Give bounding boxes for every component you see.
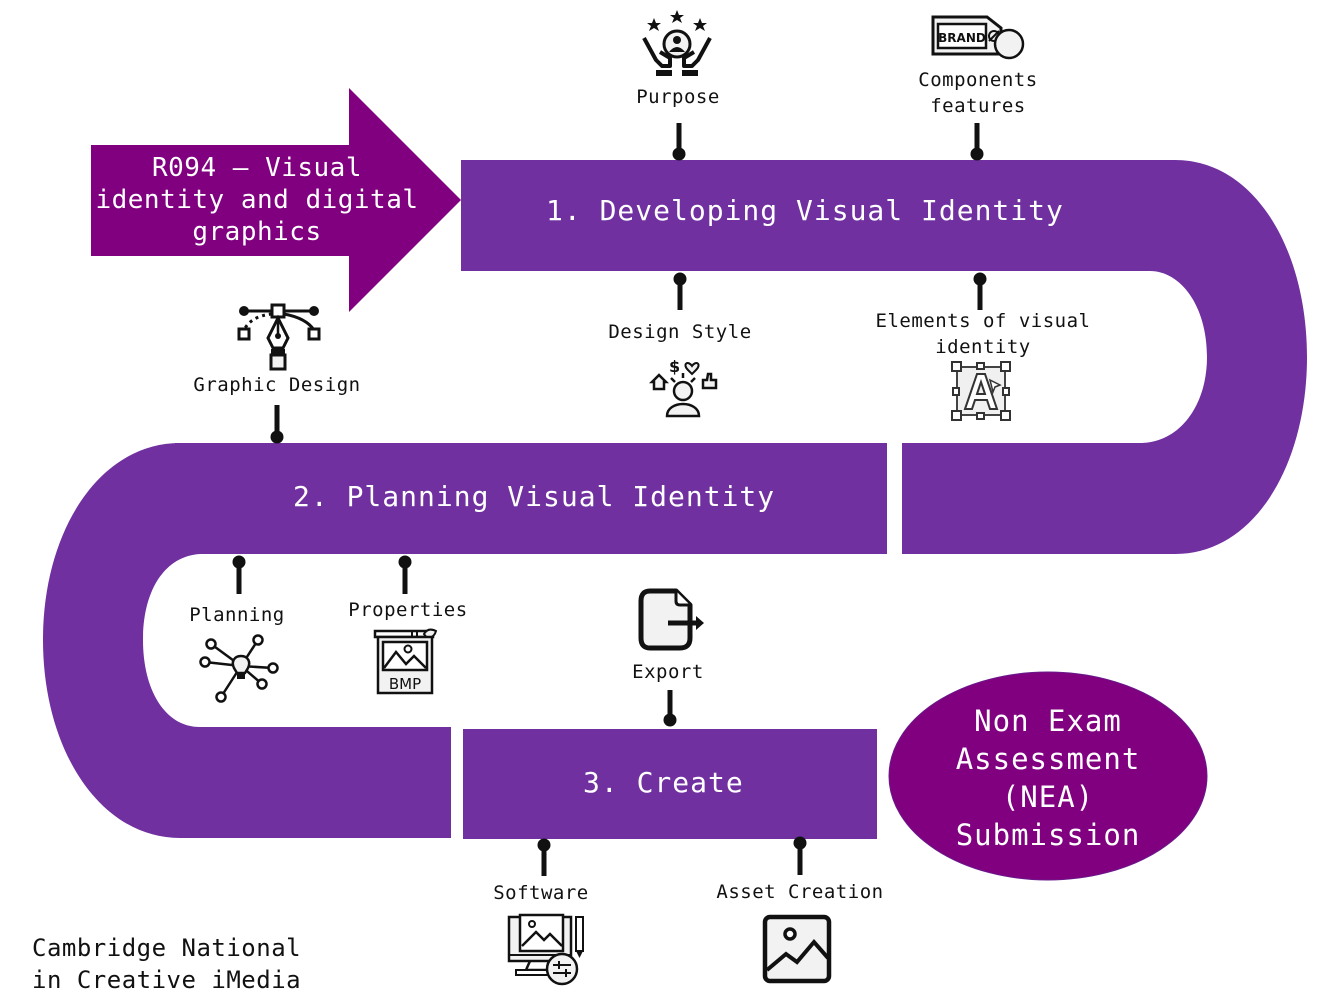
topic-label-software: Software bbox=[493, 882, 589, 904]
connector-graphic-design bbox=[270, 405, 284, 444]
monitor-edit-icon bbox=[507, 913, 584, 986]
connector-asset-creation bbox=[793, 836, 807, 875]
stage-2-title: 2. Planning Visual Identity bbox=[293, 480, 776, 513]
connector-export bbox=[663, 690, 677, 727]
topic-label-elements: Elements of visual identity bbox=[875, 310, 1091, 358]
right-u-turn-shape bbox=[902, 160, 1307, 554]
connector-software bbox=[537, 838, 551, 876]
svg-text:$: $ bbox=[669, 357, 680, 376]
connector-planning bbox=[232, 555, 246, 594]
left-u-turn-shape bbox=[43, 443, 451, 838]
intro-arrow-shape bbox=[91, 88, 461, 312]
topic-label-components: Components features bbox=[918, 69, 1038, 117]
connector-components bbox=[970, 123, 984, 161]
brand-tag-icon: BRAND bbox=[931, 15, 1025, 60]
connector-purpose bbox=[672, 123, 686, 161]
topic-label-export: Export bbox=[632, 661, 704, 683]
topic-label-graphic-design: Graphic Design bbox=[193, 374, 361, 396]
topic-label-asset-creation: Asset Creation bbox=[716, 881, 884, 903]
topic-label-purpose: Purpose bbox=[636, 86, 720, 108]
topic-label-design-style: Design Style bbox=[608, 321, 752, 343]
band-2-shape bbox=[175, 443, 887, 554]
submission-label: Non Exam Assessment (NEA) Submission bbox=[955, 704, 1141, 852]
connector-properties bbox=[398, 555, 412, 594]
stage-3-title: 3. Create bbox=[583, 766, 744, 799]
topic-label-properties: Properties bbox=[348, 599, 468, 621]
band-1-shape bbox=[461, 160, 1176, 271]
topic-label-planning: Planning bbox=[189, 604, 285, 626]
person-ideas-icon: $ bbox=[648, 357, 718, 418]
mind-map-icon bbox=[199, 634, 279, 703]
submission-ellipse-shape bbox=[888, 671, 1208, 881]
pen-tool-icon bbox=[237, 303, 321, 371]
band-3-shape bbox=[463, 729, 877, 839]
hands-star-person-icon bbox=[642, 10, 712, 76]
stage-1-title: 1. Developing Visual Identity bbox=[546, 194, 1064, 227]
file-export-icon bbox=[638, 588, 704, 651]
connector-elements bbox=[973, 272, 987, 310]
bmp-image-icon: BMP bbox=[373, 628, 438, 695]
image-icon bbox=[762, 914, 832, 984]
connector-design-style bbox=[673, 272, 687, 310]
svg-text:BRAND: BRAND bbox=[938, 31, 986, 45]
svg-text:BMP: BMP bbox=[389, 675, 421, 693]
text-selection-icon bbox=[951, 361, 1011, 421]
intro-arrow-label: R094 – Visual identity and digital graph… bbox=[95, 153, 419, 247]
footer-caption: Cambridge National in Creative iMedia bbox=[32, 934, 302, 994]
